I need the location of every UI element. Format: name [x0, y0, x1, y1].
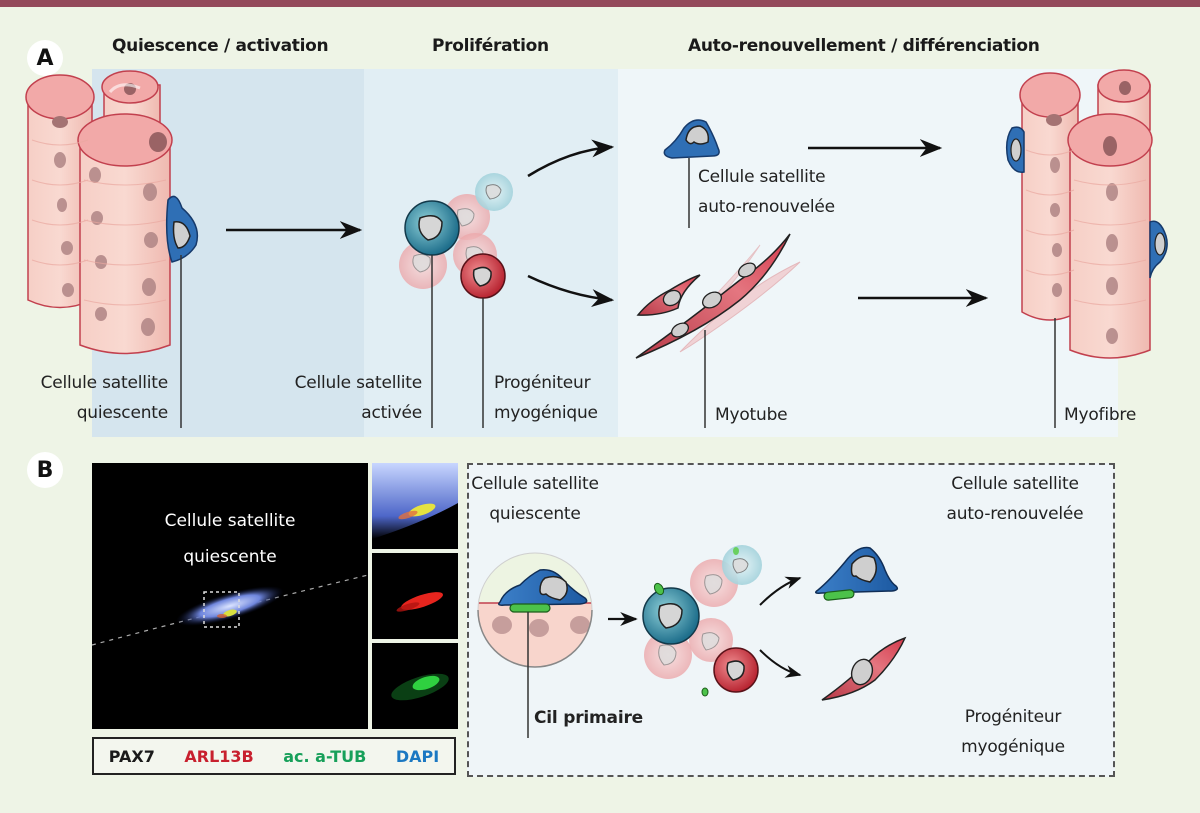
label-b-progenitor: Progéniteur myogénique — [961, 707, 1065, 757]
micrograph-label: Cellule satellite quiescente — [164, 511, 296, 567]
label-activated-cell: Cellule satellite activée — [294, 373, 423, 423]
legend-arl13b: ARL13B — [184, 746, 254, 766]
inset-green-image — [391, 673, 449, 701]
micrograph-image — [91, 574, 369, 646]
label-quiescent-cell: Cellule satellite quiescente — [40, 373, 169, 423]
label-cilium: Cil primaire — [534, 708, 643, 728]
label-self-renewed: Cellule satellite auto-renouvelée — [698, 167, 835, 217]
label-progenitor: Progéniteur myogénique — [494, 373, 598, 423]
heading-renewal: Auto-renouvellement / différenciation — [688, 36, 1040, 56]
top-accent-bar — [0, 0, 1200, 7]
label-b-self-renewed: Cellule satellite auto-renouvelée — [946, 474, 1084, 524]
label-myotube: Myotube — [715, 405, 788, 425]
inset-red-image — [396, 592, 444, 612]
legend-pax7: PAX7 — [108, 746, 155, 766]
proliferating-cells-with-cilia — [642, 545, 762, 697]
self-renewed-cell-with-cilium — [815, 546, 899, 601]
arrow-b-self-renewal — [759, 576, 802, 606]
stain-legend: PAX7 ARL13B ac. a-TUB DAPI — [92, 737, 456, 775]
inset-merged — [372, 463, 458, 549]
label-myofibre: Myofibre — [1064, 405, 1137, 425]
myotube — [635, 233, 801, 359]
legend-dapi: DAPI — [395, 746, 440, 766]
proliferating-cells-cluster — [399, 173, 513, 299]
quiescent-satellite-cell — [165, 195, 199, 263]
myofibre-bundle-right — [1005, 69, 1168, 359]
inset-green-channel — [372, 643, 458, 729]
inset-merged-image — [372, 463, 458, 539]
arrow-differentiation — [527, 274, 615, 308]
arrow-self-renewal — [527, 139, 615, 178]
micrograph-main: Cellule satellite quiescente — [91, 463, 369, 729]
myofibre-bundle-left — [25, 70, 173, 355]
magnified-niche-lens — [477, 552, 593, 668]
legend-ac-tub: ac. a-TUB — [283, 746, 367, 766]
panel-a-badge: A — [27, 40, 63, 76]
panel-b-badge: B — [27, 452, 63, 488]
self-renewed-satellite-cell — [663, 119, 720, 159]
heading-quiescence: Quiescence / activation — [112, 36, 329, 56]
myogenic-progenitor-cell — [821, 636, 907, 701]
heading-proliferation: Prolifération — [432, 36, 549, 56]
arrow-b-differentiation — [759, 649, 802, 678]
inset-red-channel — [372, 553, 458, 639]
label-b-quiescent-cell: Cellule satellite quiescente — [471, 474, 599, 524]
